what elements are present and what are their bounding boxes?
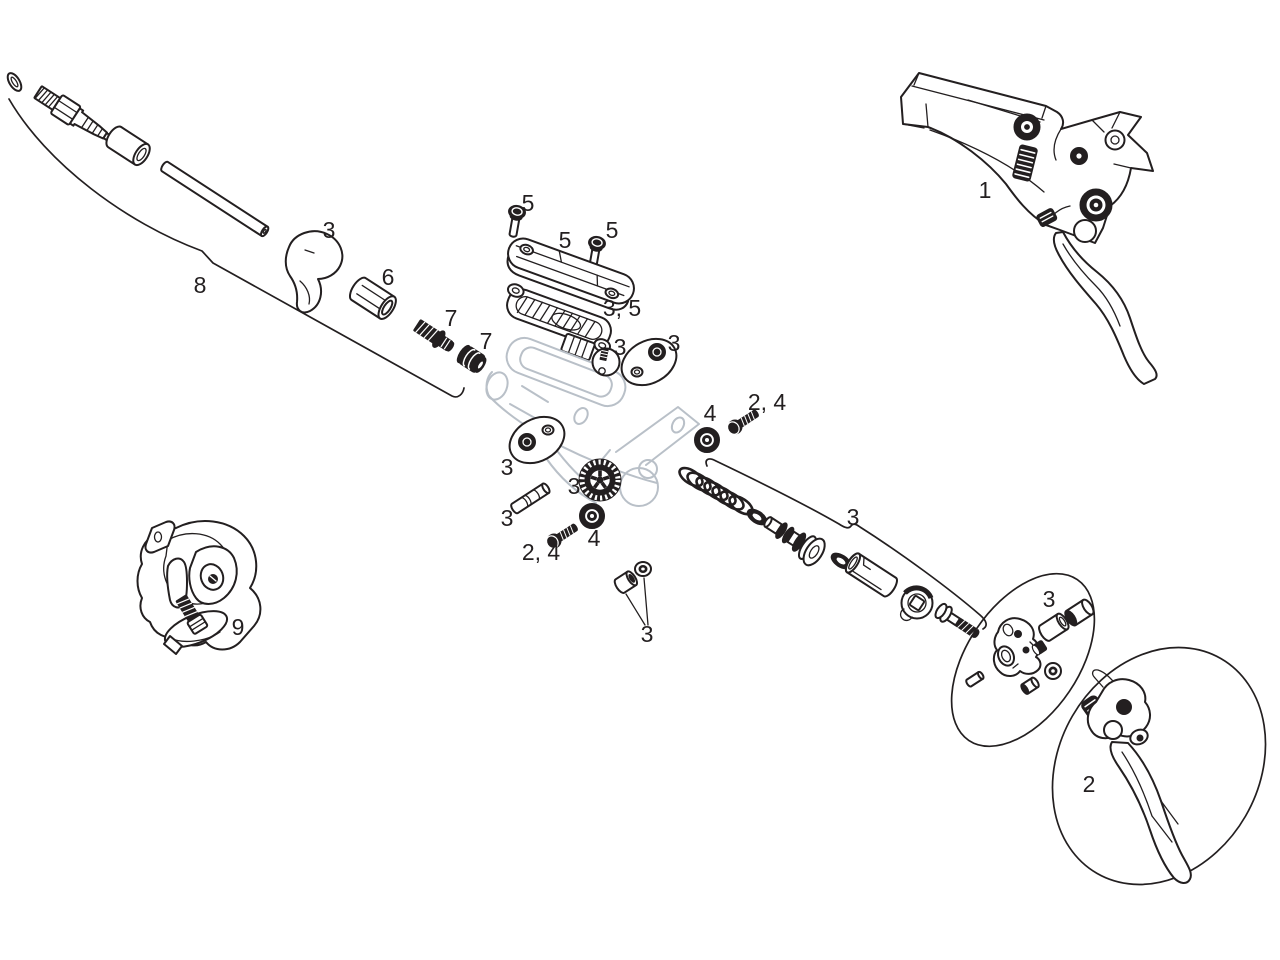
cap-gasket xyxy=(506,283,612,353)
brake-lever-assembly xyxy=(900,72,1158,385)
callout-hose-clamp: 3 xyxy=(323,217,336,243)
hose-compression-bushing xyxy=(105,125,151,167)
pivot-bearing-upper xyxy=(694,427,720,453)
clevis-pin xyxy=(510,482,551,515)
compression-bolt xyxy=(413,319,455,352)
handlebar-clamp xyxy=(136,520,262,655)
master-cylinder-body-ghost xyxy=(485,336,700,507)
hose-nut xyxy=(349,276,397,320)
cam-block xyxy=(992,617,1042,677)
lever-main-pivot xyxy=(1079,188,1113,222)
port-plate-left xyxy=(508,415,566,465)
hose-o-ring xyxy=(6,72,23,92)
callout-cap-screw-b: 5 xyxy=(606,217,619,243)
lever-pivot-nut xyxy=(900,585,934,621)
callout-pivot-bushings: 3 xyxy=(641,621,654,647)
master-piston xyxy=(763,516,826,567)
callout-lever-assembly: 1 xyxy=(979,177,992,203)
callout-compression-bolt: 7 xyxy=(445,305,458,331)
callout-handlebar-clamp: 9 xyxy=(232,614,245,640)
callout-pivot-bolt-upper: 2, 4 xyxy=(748,389,787,415)
pivot-bolt-upper xyxy=(726,409,759,435)
hose-line xyxy=(8,98,465,398)
lever-blade-group xyxy=(1051,646,1267,886)
compression-olive xyxy=(456,344,487,373)
callout-lever-blade: 2 xyxy=(1083,771,1096,797)
callout-cap-gasket: 3, 5 xyxy=(603,295,641,321)
hose-insert-tube xyxy=(160,160,270,238)
cap-screw-a xyxy=(508,204,526,238)
barrel-adjuster xyxy=(1012,144,1038,182)
callout-pivot-bolt-lower: 2, 4 xyxy=(522,539,561,565)
callout-compression-olive: 7 xyxy=(480,328,493,354)
lever-pivot-roller xyxy=(1013,113,1041,141)
pivot-bushings xyxy=(613,561,652,626)
reach-adjust-wheel xyxy=(578,458,622,502)
callout-hose-nut: 6 xyxy=(382,264,395,290)
blade-pivot-screw xyxy=(934,602,980,638)
callout-pivot-bearing-upper: 4 xyxy=(704,400,717,426)
port-plate-right xyxy=(620,337,678,387)
pivot-bolt-lower xyxy=(545,523,578,549)
return-spring xyxy=(678,466,754,516)
callout-reach-adjust-wheel: 3 xyxy=(568,473,581,499)
callout-hardware-kit: 3 xyxy=(1043,586,1056,612)
clamp-bolt-hole xyxy=(1104,129,1126,151)
callout-port-plate-right: 3 xyxy=(668,330,681,356)
lever-blade-installed xyxy=(1052,231,1158,385)
callout-bleed-screw-detail: 3 xyxy=(614,334,627,360)
callout-cap-screw-a: 5 xyxy=(522,190,535,216)
pivot-bearing-lower xyxy=(579,503,605,529)
hose-guide-clamp xyxy=(284,230,344,314)
callout-pivot-bearing-lower: 4 xyxy=(588,525,601,551)
callout-clevis-pin: 3 xyxy=(501,505,514,531)
callout-reservoir-cap: 5 xyxy=(559,227,572,253)
callout-piston-kit: 3 xyxy=(847,504,860,530)
piston-sleeve xyxy=(844,552,898,598)
piston-kit-brace xyxy=(705,458,987,630)
bleed-screw-detail xyxy=(591,347,621,377)
callout-port-plate-left: 3 xyxy=(501,454,514,480)
callout-hose: 8 xyxy=(194,272,207,298)
reservoir-cap xyxy=(506,237,635,311)
contact-adjust-knob xyxy=(1036,208,1058,227)
hardware-kit-group xyxy=(950,572,1096,748)
